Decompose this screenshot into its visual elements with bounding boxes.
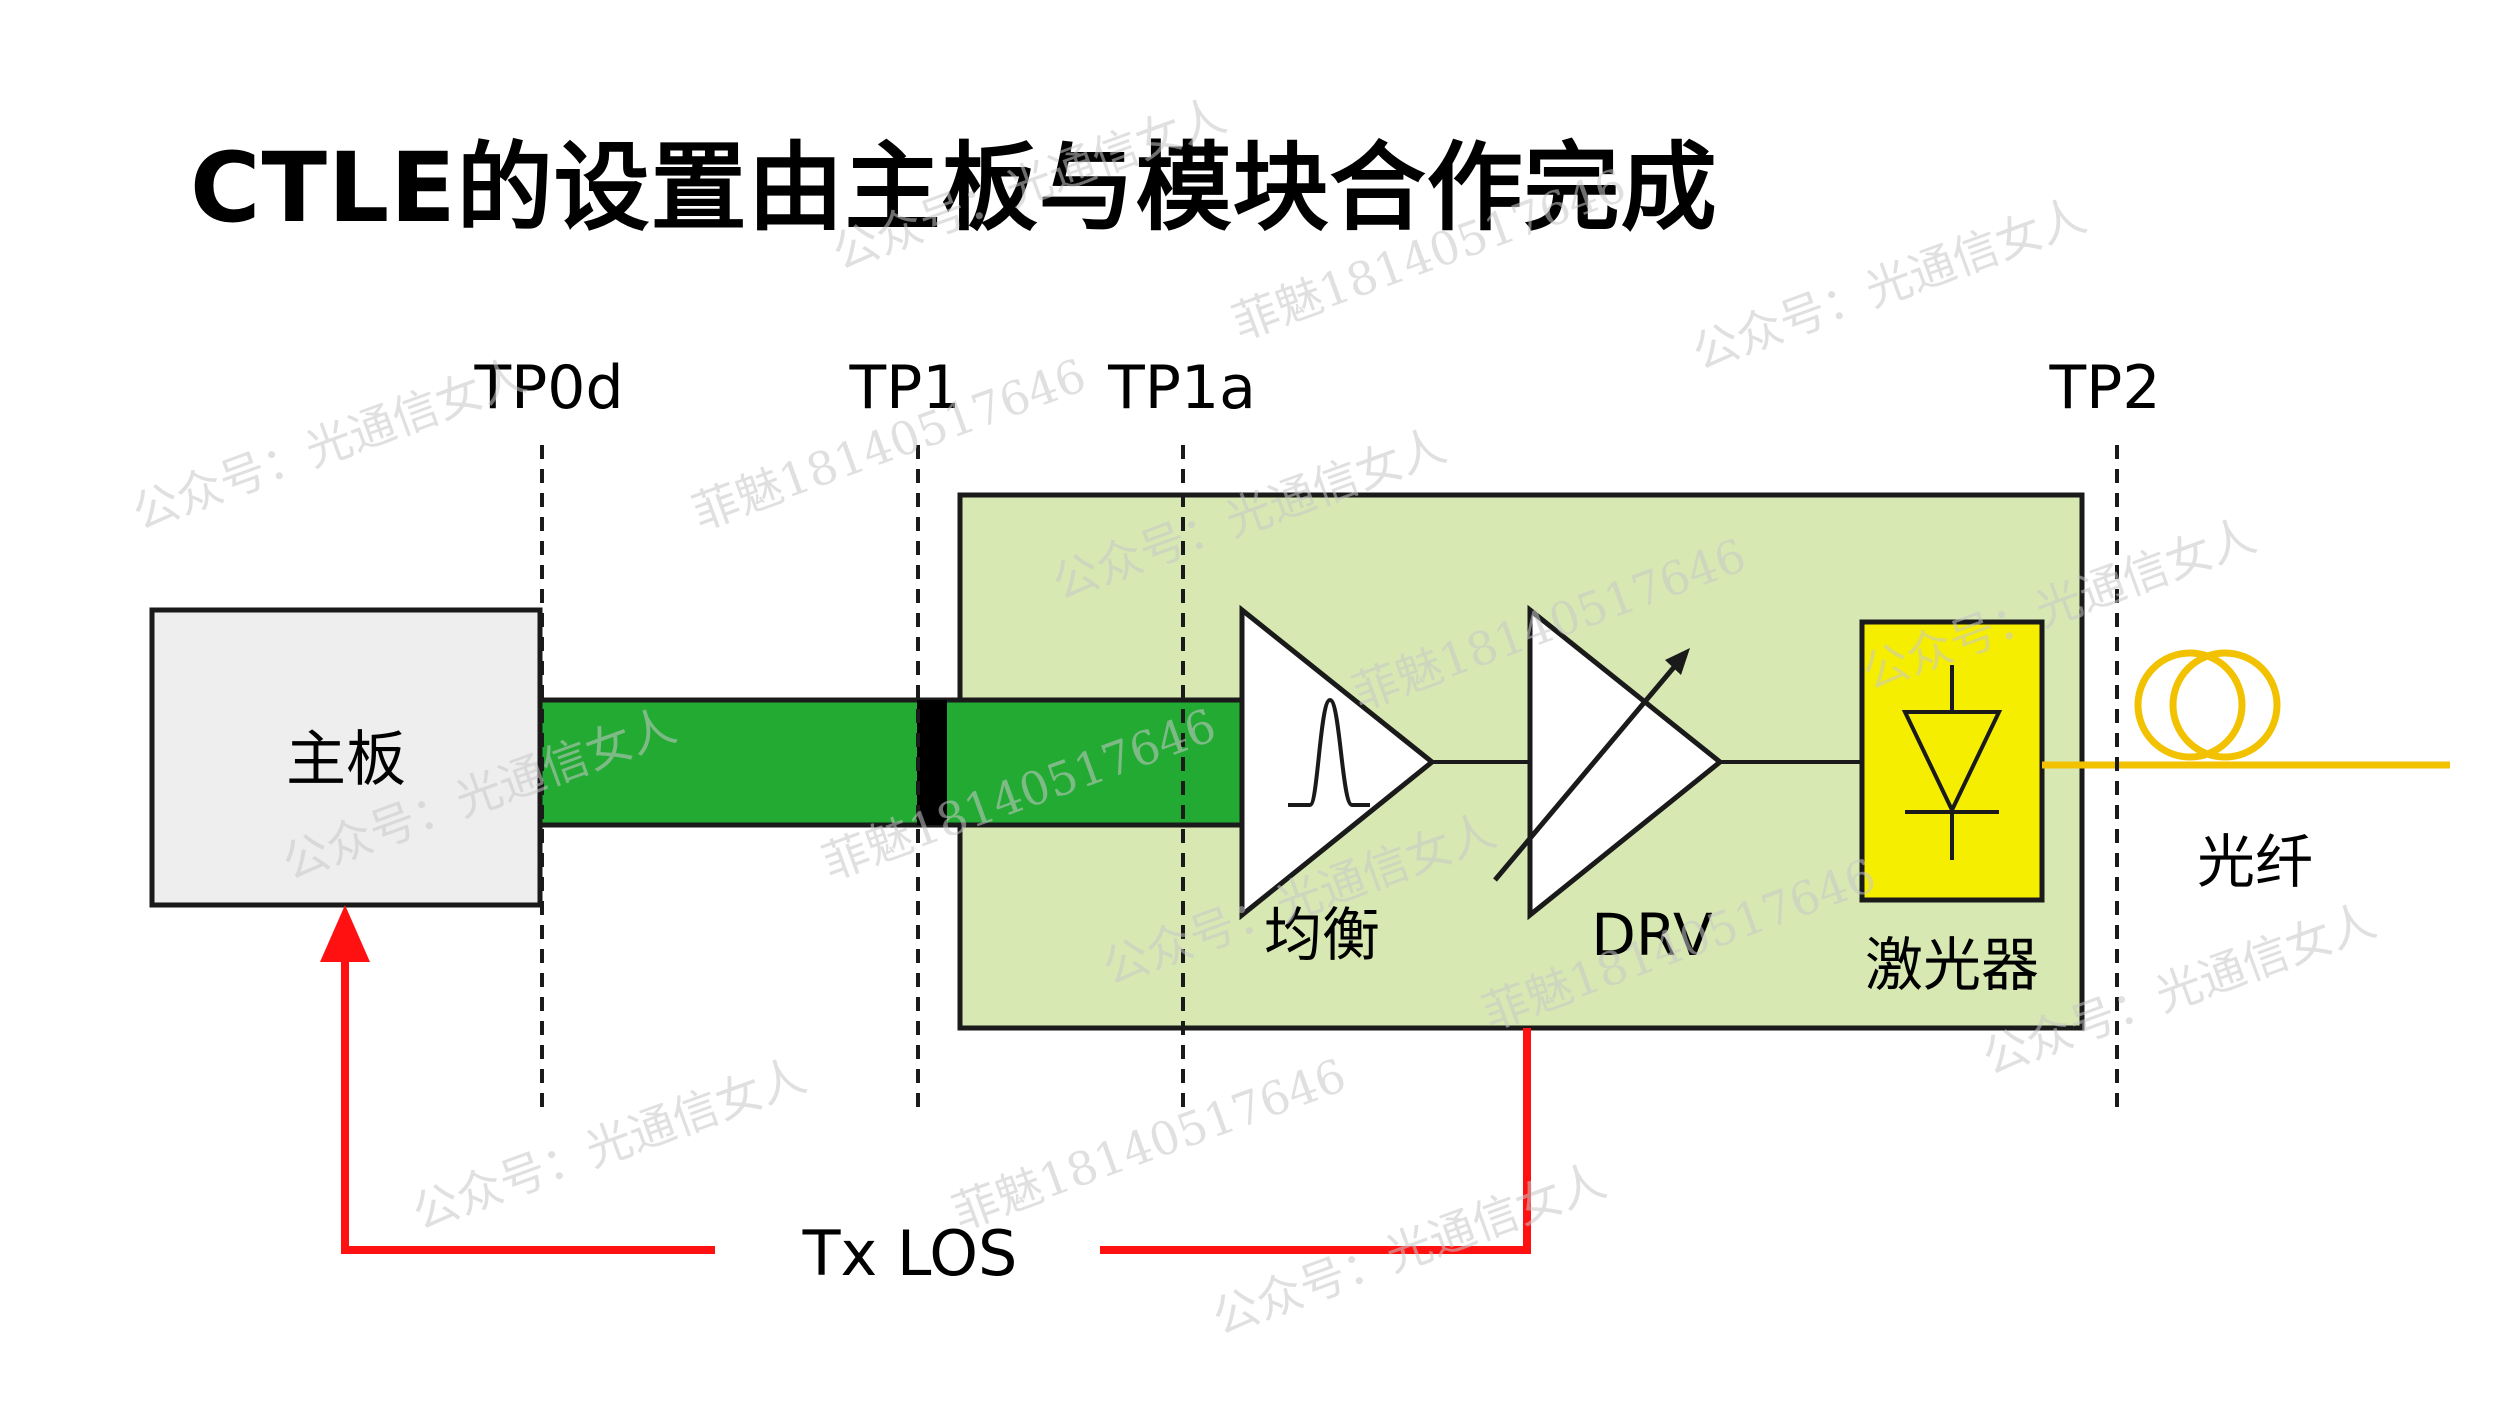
mainboard-label: 主板 xyxy=(286,725,406,795)
tp1a-label: TP1a xyxy=(1107,353,1256,423)
electrical-trace xyxy=(537,697,1245,828)
watermark: 菲魅18140517646 xyxy=(945,1048,1352,1240)
tx-los-path-left xyxy=(341,935,715,1254)
tp1-label: TP1 xyxy=(848,353,960,423)
tp0d-label: TP0d xyxy=(473,353,623,423)
fiber-label: 光纤 xyxy=(2197,828,2313,896)
driver-amp xyxy=(1527,604,1724,921)
tp2-label: TP2 xyxy=(2048,353,2160,423)
mainboard-box xyxy=(149,607,543,908)
tx-los-arrowhead-icon xyxy=(320,905,370,962)
watermark: 公众号：光通信女人 xyxy=(825,88,1233,280)
variable-gain-arrow-icon xyxy=(1493,658,1682,882)
equalizer-amp xyxy=(1239,604,1436,921)
watermark: 公众号：光通信女人 xyxy=(1685,188,2093,380)
watermark: 公众号：光通信女人 xyxy=(125,348,533,540)
driver-label: DRV xyxy=(1591,901,1713,969)
equalizer-label: 均衡 xyxy=(1264,901,1380,969)
connector xyxy=(917,700,947,825)
page-title: CTLE的设置由主板与模块合作完成 xyxy=(190,132,1718,244)
laser-label: 激光器 xyxy=(1865,931,2039,999)
tx-los-path-right xyxy=(1100,1028,1531,1254)
watermark: 公众号：光通信女人 xyxy=(405,1048,813,1240)
fiber-coil-icon xyxy=(2134,649,2246,761)
variable-gain-arrowhead-icon xyxy=(1665,648,1690,675)
eq-peak-curve-icon xyxy=(1288,697,1370,807)
laser-diode-icon xyxy=(1901,710,2003,815)
watermark: 菲魅18140517646 xyxy=(1225,158,1632,350)
tx-los-label: Tx LOS xyxy=(802,1217,1018,1290)
fiber-coil-icon-2 xyxy=(2169,649,2281,761)
